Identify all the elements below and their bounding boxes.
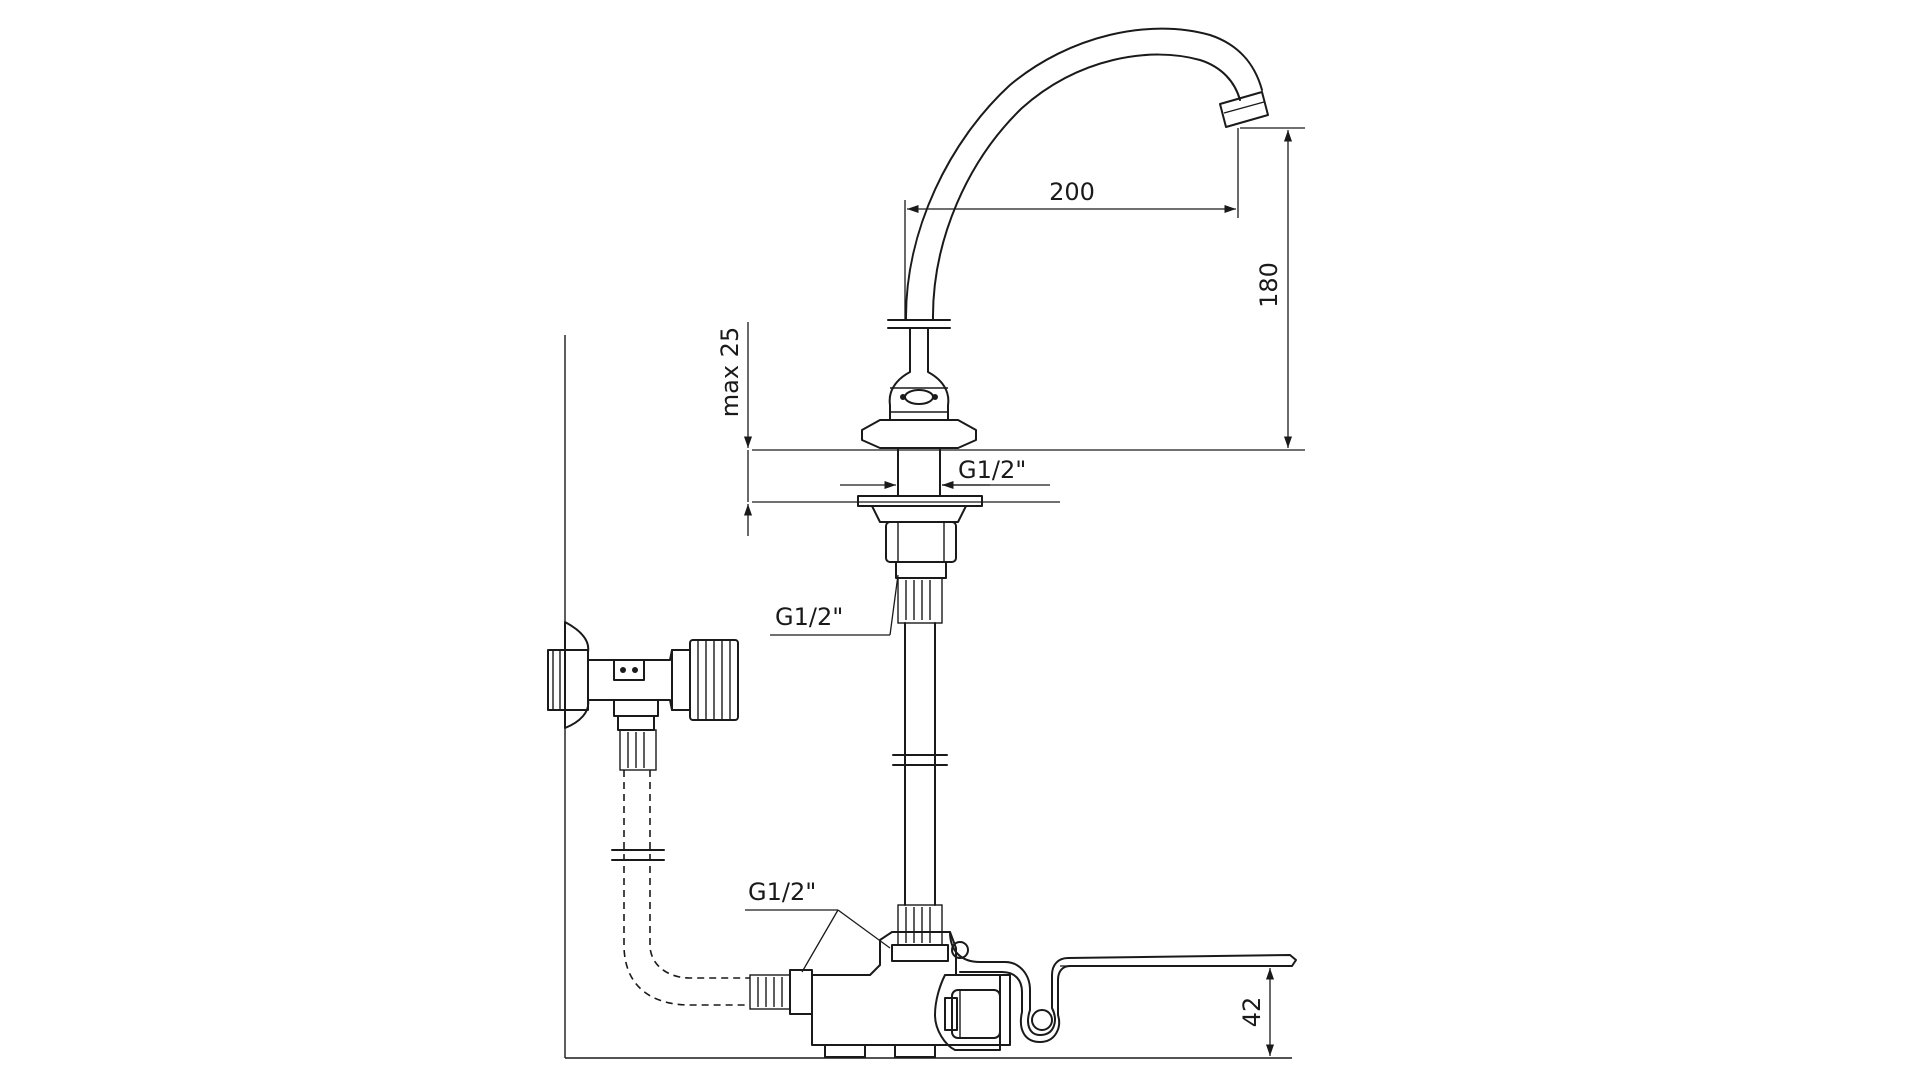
mount-thread-label: G1/2" [958, 456, 1026, 484]
valve-thread-label: G1/2" [748, 878, 816, 906]
dimension-max-thickness-label: max 25 [716, 327, 744, 417]
dimension-pedal-height: 42 [1060, 965, 1292, 1056]
dimension-pedal-height-label: 42 [1238, 997, 1266, 1028]
supply-hose-dashed [611, 729, 813, 1015]
dimension-max-thickness: max 25 [716, 322, 753, 536]
tap-body [861, 327, 977, 449]
dimension-height-label: 180 [1255, 262, 1283, 308]
wall-and-floor [564, 335, 1292, 1059]
dimension-height: 180 [1240, 127, 1305, 448]
hose-upper-thread-label: G1/2" [775, 603, 843, 631]
dimension-reach: 200 [904, 128, 1239, 320]
pedal-valve-body [811, 931, 1011, 1058]
mount-thread-callout: G1/2" [840, 456, 1050, 490]
dimension-reach-label: 200 [1049, 178, 1095, 206]
valve-thread-callout: G1/2" [745, 878, 891, 973]
angle-valve [547, 621, 739, 731]
supply-hose-vertical [891, 577, 949, 962]
worktop-surface [752, 449, 1305, 503]
hose-upper-thread-callout: G1/2" [770, 574, 899, 636]
foot-pedal-lever [949, 931, 1297, 1043]
